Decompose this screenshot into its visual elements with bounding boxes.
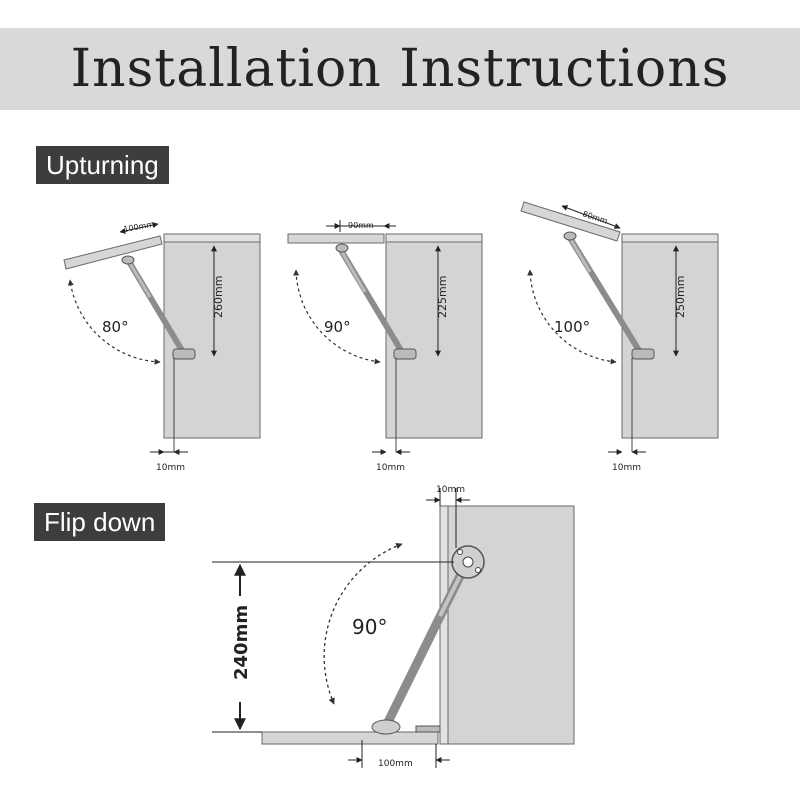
cabinet-edge-strip	[439, 505, 449, 745]
cabinet-side-panel	[621, 233, 719, 439]
angle-arc	[67, 279, 161, 365]
height-dim-label: 240mm	[231, 605, 252, 680]
top-dim-line	[561, 205, 621, 229]
upturning-diagram-90: 90° 90mm 225mm 10mm	[287, 220, 483, 473]
bottom-bracket	[371, 719, 401, 735]
hinge	[415, 725, 441, 733]
offset-dim-label: 10mm	[156, 463, 185, 473]
gas-strut-rod	[568, 237, 592, 273]
angle-label: 90°	[324, 318, 351, 336]
top-dim-label: 100mm	[123, 220, 155, 234]
bottom-bracket	[393, 348, 417, 360]
door-panel	[287, 233, 385, 244]
angle-arc	[323, 543, 403, 705]
bottom-dim-label: 100mm	[378, 759, 413, 769]
top-offset-dim-label: 10mm	[436, 485, 465, 495]
top-bracket	[121, 255, 135, 265]
offset-dim-label: 10mm	[376, 463, 405, 473]
page-title: Installation Instructions	[70, 39, 730, 99]
angle-arc	[527, 269, 617, 365]
section-label-flip-down: Flip down	[34, 503, 166, 541]
offset-dim-label: 10mm	[612, 463, 641, 473]
cabinet-side-panel	[163, 233, 261, 439]
angle-label: 80°	[102, 318, 129, 336]
angle-label: 90°	[352, 615, 387, 639]
cabinet-top-strip	[385, 233, 483, 243]
title-bar: Installation Instructions	[0, 28, 800, 110]
door-panel	[261, 731, 439, 745]
top-bracket-pivot	[462, 556, 474, 568]
height-dim-label: 250mm	[674, 276, 687, 318]
section-label-upturning: Upturning	[36, 146, 169, 184]
cabinet-side-panel	[385, 233, 483, 439]
flip-down-diagram: 240mm 90° 10mm 100mm	[212, 485, 575, 769]
top-bracket	[335, 243, 349, 253]
gas-strut-rod	[340, 251, 367, 293]
top-dim-line	[119, 222, 159, 234]
top-bracket	[563, 231, 577, 241]
height-dim-label: 260mm	[212, 276, 225, 318]
door-panel	[63, 235, 163, 270]
cabinet-top-strip	[163, 233, 261, 243]
upturning-diagram-80: 80° 100mm 260mm 10mm	[63, 220, 261, 473]
top-dim-label: 90mm	[348, 221, 374, 230]
angle-arc	[293, 269, 381, 365]
top-bracket-screw-1	[457, 549, 463, 555]
gas-strut-rod	[126, 259, 152, 298]
angle-label: 100°	[554, 318, 590, 336]
top-bracket-screw-2	[475, 567, 481, 573]
bottom-bracket	[172, 348, 196, 360]
cabinet-side-panel	[439, 505, 575, 745]
cabinet-top-strip	[621, 233, 719, 243]
upturning-diagram-100: 100° 80mm 250mm 10mm	[520, 201, 719, 473]
bottom-bracket	[631, 348, 655, 360]
height-dim-label: 225mm	[436, 276, 449, 318]
